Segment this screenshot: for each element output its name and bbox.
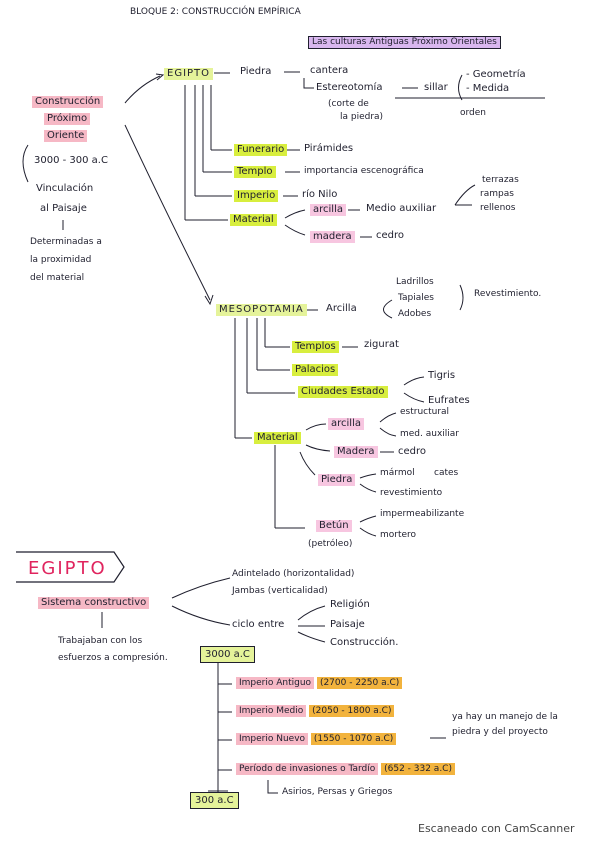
egipto-arcilla: arcilla bbox=[310, 204, 346, 216]
banner-outline-icon bbox=[16, 551, 125, 583]
left-vinculacion-1: Vinculación bbox=[36, 183, 94, 194]
meso-beton: Betún bbox=[316, 520, 352, 532]
period-2-label: Imperio Medio bbox=[236, 705, 307, 717]
meso-palacios: Palacios bbox=[292, 364, 339, 376]
egipto-rellenos: rellenos bbox=[480, 203, 516, 213]
left-dates: 3000 - 300 a.C bbox=[34, 155, 108, 166]
period-3: Imperio Nuevo (1550 - 1070 a.C) bbox=[236, 733, 397, 745]
period-2-dates: (2050 - 1800 a.C) bbox=[309, 705, 395, 717]
invasores: Asirios, Persas y Griegos bbox=[282, 787, 393, 797]
meso-piedra: Piedra bbox=[318, 474, 356, 486]
jambas: Jambas (verticalidad) bbox=[232, 586, 328, 596]
nuevo-note-2: piedra y del proyecto bbox=[452, 727, 548, 737]
meso-med-auxiliar: med. auxiliar bbox=[400, 429, 460, 439]
meso-arcilla2: arcilla bbox=[328, 418, 364, 430]
meso-eufrates: Eufrates bbox=[428, 395, 470, 406]
egipto-medida: - Medida bbox=[466, 83, 510, 94]
header-title: BLOQUE 2: CONSTRUCCIÓN EMPÍRICA bbox=[130, 7, 301, 17]
egipto-cedro: cedro bbox=[376, 230, 405, 241]
egipto-piedra: Piedra bbox=[240, 66, 272, 77]
egipto-cantera: cantera bbox=[310, 65, 349, 76]
left-determinadas-1: Determinadas a bbox=[30, 237, 102, 247]
egipto-orden: orden bbox=[460, 108, 487, 118]
meso-estructural: estructural bbox=[400, 407, 450, 417]
egipto-madera: madera bbox=[310, 231, 355, 243]
meso-mortero: mortero bbox=[380, 530, 417, 540]
meso-arcilla: Arcilla bbox=[326, 303, 357, 314]
meso-ciudades: Ciudades Estado bbox=[298, 386, 388, 398]
meso-tapiales: Tapiales bbox=[398, 293, 434, 303]
egipto-corte-1: (corte de bbox=[328, 99, 369, 109]
egipto-estereotomia: Estereotomía bbox=[316, 82, 383, 93]
timeline-end: 300 a.C bbox=[190, 792, 239, 809]
left-vinculacion-2: al Paisaje bbox=[40, 203, 87, 214]
meso-cedro: cedro bbox=[398, 446, 427, 457]
period-4-label: Período de invasiones o Tardío bbox=[236, 763, 379, 775]
meso-revestimiento: Revestimiento. bbox=[474, 289, 542, 299]
paisaje: Paisaje bbox=[330, 619, 365, 630]
section2-title: EGIPTO bbox=[28, 558, 107, 579]
left-title-line1: Construcción bbox=[32, 96, 104, 108]
religion: Religión bbox=[330, 599, 370, 610]
egipto-terrazas: terrazas bbox=[482, 175, 519, 185]
egipto-rampas: rampas bbox=[480, 189, 514, 199]
egipto-corte-2: la piedra) bbox=[340, 112, 384, 122]
egipto-rio-nilo: río Nilo bbox=[302, 189, 338, 200]
period-1-label: Imperio Antiguo bbox=[236, 677, 315, 689]
left-title-line3: Oriente bbox=[44, 130, 88, 142]
meso-revestimiento2: revestimiento bbox=[380, 488, 443, 498]
egipto-banner: EGIPTO bbox=[14, 550, 126, 584]
meso-adobes: Adobes bbox=[398, 309, 432, 319]
meso-zigurat: zigurat bbox=[364, 339, 399, 350]
adintelado: Adintelado (horizontalidad) bbox=[232, 569, 355, 579]
egipto-geometria: - Geometría bbox=[466, 69, 526, 80]
meso-templos: Templos bbox=[292, 341, 339, 353]
trabajaban-1: Trabajaban con los bbox=[58, 636, 143, 646]
period-3-label: Imperio Nuevo bbox=[236, 733, 309, 745]
period-1: Imperio Antiguo (2700 - 2250 a.C) bbox=[236, 677, 403, 689]
nuevo-note-1: ya hay un manejo de la bbox=[452, 712, 558, 722]
period-3-dates: (1550 - 1070 a.C) bbox=[310, 733, 397, 745]
ciclo-entre: ciclo entre bbox=[232, 619, 285, 630]
left-determinadas-3: del material bbox=[30, 273, 85, 283]
construccion: Construcción. bbox=[330, 637, 399, 648]
meso-cates: cates bbox=[434, 468, 459, 478]
egipto-sillar: sillar bbox=[424, 82, 448, 93]
meso-madera: Madera bbox=[334, 446, 378, 458]
egipto-funerario: Funerario bbox=[234, 144, 288, 156]
camscanner-footer: Escaneado con CamScanner bbox=[418, 822, 575, 835]
egipto-medio-auxiliar: Medio auxiliar bbox=[366, 203, 437, 214]
timeline-start: 3000 a.C bbox=[200, 646, 255, 663]
egipto-material: Material bbox=[230, 214, 277, 226]
mesopotamia-title: MESOPOTAMIA bbox=[216, 304, 307, 316]
period-4-dates: (652 - 332 a.C) bbox=[381, 763, 455, 775]
trabajaban-2: esfuerzos a compresión. bbox=[58, 653, 168, 663]
left-determinadas-2: la proximidad bbox=[30, 255, 92, 265]
meso-tigris: Tigris bbox=[428, 370, 456, 381]
meso-impermeabilizante: impermeabilizante bbox=[380, 509, 465, 519]
egipto-templo: Templo bbox=[234, 166, 276, 178]
egipto-piramides: Pirámides bbox=[304, 143, 354, 154]
egipto-title: EGIPTO bbox=[164, 68, 214, 80]
period-2: Imperio Medio (2050 - 1800 a.C) bbox=[236, 705, 395, 717]
meso-material: Material bbox=[254, 432, 301, 444]
sistema-constructivo: Sistema constructivo bbox=[38, 597, 150, 609]
left-title-line2: Próximo bbox=[44, 113, 91, 125]
egipto-templo-desc: importancia escenográfica bbox=[304, 166, 424, 176]
meso-ladrillos: Ladrillos bbox=[396, 277, 434, 287]
egipto-imperio: Imperio bbox=[234, 190, 279, 202]
meso-marmol: mármol bbox=[380, 468, 415, 478]
period-4: Período de invasiones o Tardío (652 - 33… bbox=[236, 763, 455, 775]
period-1-dates: (2700 - 2250 a.C) bbox=[316, 677, 403, 689]
header-subtitle: Las culturas Antiguas Próximo Orientales bbox=[308, 36, 501, 49]
meso-petroleo: (petróleo) bbox=[308, 539, 353, 549]
